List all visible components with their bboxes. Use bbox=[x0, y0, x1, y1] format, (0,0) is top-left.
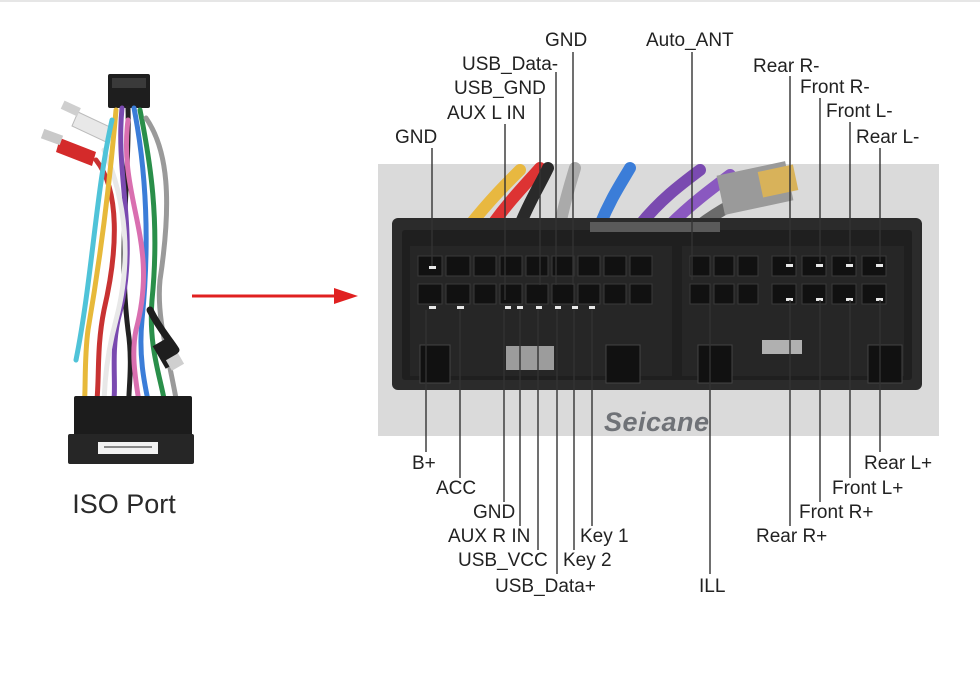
label-rear-l-plus: Rear L+ bbox=[864, 453, 933, 474]
label-rear-r-plus: Rear R+ bbox=[756, 526, 828, 547]
top-divider bbox=[0, 0, 980, 2]
label-front-l-minus: Front L- bbox=[826, 101, 893, 122]
label-aux-r-in: AUX R IN bbox=[448, 526, 531, 547]
label-gnd-left: GND bbox=[395, 127, 438, 148]
label-auto-ant: Auto_ANT bbox=[646, 30, 734, 51]
label-b-plus: B+ bbox=[412, 453, 436, 474]
pointer-arrow bbox=[192, 288, 358, 304]
label-ill: ILL bbox=[699, 576, 726, 597]
label-usb-data-plus: USB_Data+ bbox=[495, 576, 596, 597]
label-front-r-minus: Front R- bbox=[800, 77, 870, 98]
label-gnd-top: GND bbox=[545, 30, 588, 51]
harness-caption: ISO Port bbox=[72, 489, 176, 519]
label-rear-r-minus: Rear R- bbox=[753, 56, 820, 77]
label-front-l-plus: Front L+ bbox=[832, 478, 904, 499]
label-rear-l-minus: Rear L- bbox=[856, 127, 920, 148]
brand-watermark: Seicane bbox=[604, 407, 710, 437]
label-aux-l-in: AUX L IN bbox=[447, 103, 526, 124]
label-gnd-bottom: GND bbox=[473, 502, 516, 523]
label-acc: ACC bbox=[436, 478, 477, 499]
label-key-2: Key 2 bbox=[563, 550, 612, 571]
label-key-1: Key 1 bbox=[580, 526, 629, 547]
leader-lines bbox=[425, 52, 881, 574]
label-front-r-plus: Front R+ bbox=[799, 502, 874, 523]
label-usb-vcc: USB_VCC bbox=[458, 550, 548, 571]
connector-photo bbox=[378, 161, 939, 436]
label-usb-data-minus: USB_Data- bbox=[462, 54, 559, 75]
harness-photo bbox=[40, 74, 194, 464]
label-usb-gnd: USB_GND bbox=[454, 78, 546, 99]
